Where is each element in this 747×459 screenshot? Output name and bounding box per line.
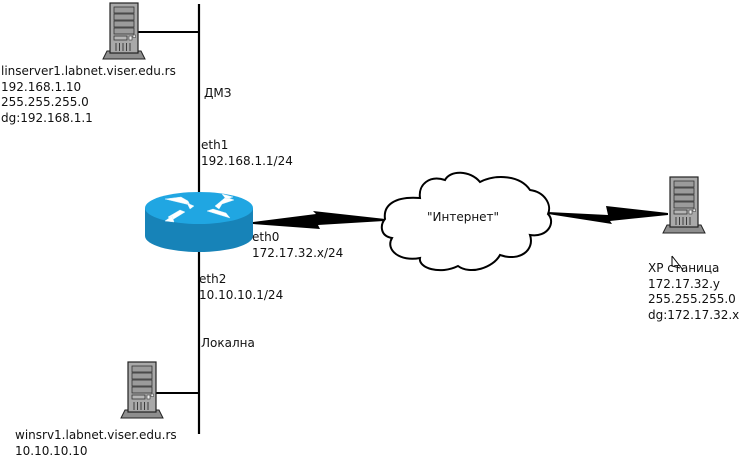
eth0-ip: 172.17.32.x/24 — [252, 245, 344, 260]
linserver-gateway: dg:192.168.1.1 — [1, 110, 93, 125]
internet-cloud-label: "Интернет" — [427, 210, 500, 224]
eth1-ip: 192.168.1.1/24 — [201, 153, 293, 168]
eth0-label: eth0 172.17.32.x/24 — [252, 230, 343, 261]
eth2-ip: 10.10.10.1/24 — [199, 287, 284, 302]
linserver-mask: 255.255.255.0 — [1, 95, 89, 109]
eth0-name: eth0 — [252, 230, 280, 244]
xp-ip: 172.17.32.y — [648, 276, 720, 291]
xp-label: XP станица 172.17.32.y 255.255.255.0 dg:… — [648, 261, 739, 323]
router-icon[interactable] — [145, 192, 253, 252]
linserver-ip: 192.168.1.10 — [1, 79, 82, 94]
wan-link-left — [253, 211, 385, 229]
winserver-label: winsrv1.labnet.viser.edu.rs 10.10.10.10 — [15, 428, 177, 459]
internet-cloud — [380, 171, 553, 272]
dmz-segment-label: ДМЗ — [204, 86, 232, 100]
winserver-ip: 10.10.10.10 — [15, 443, 88, 458]
lan-segment-label: Локална — [201, 336, 255, 350]
linserver-label: linserver1.labnet.viser.edu.rs 192.168.1… — [1, 64, 176, 126]
winserver-hostname: winsrv1.labnet.viser.edu.rs — [15, 428, 177, 442]
wan-link-right — [548, 206, 668, 224]
xp-workstation-icon[interactable] — [662, 176, 706, 234]
winserver-icon[interactable] — [120, 361, 164, 419]
xp-name: XP станица — [648, 261, 720, 275]
eth1-label: eth1 192.168.1.1/24 — [201, 138, 293, 169]
xp-mask: 255.255.255.0 — [648, 292, 736, 306]
eth1-name: eth1 — [201, 138, 229, 152]
eth2-label: eth2 10.10.10.1/24 — [199, 272, 283, 303]
mouse-cursor-icon — [671, 255, 684, 271]
xp-gateway: dg:172.17.32.x — [648, 307, 740, 322]
eth2-name: eth2 — [199, 272, 227, 286]
linserver-hostname: linserver1.labnet.viser.edu.rs — [1, 64, 176, 78]
